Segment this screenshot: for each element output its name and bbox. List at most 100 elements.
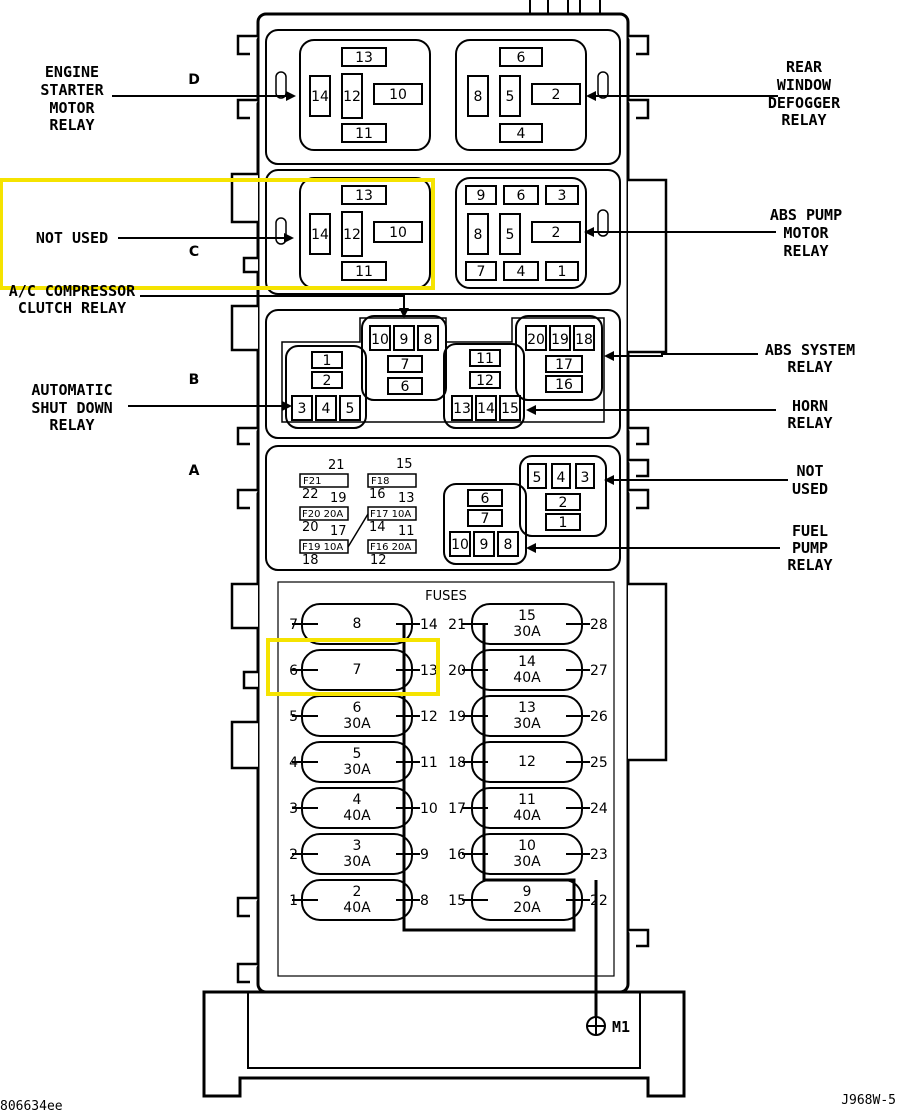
section-letter-c: C — [189, 244, 199, 260]
svg-text:FUEL: FUEL — [792, 522, 828, 540]
callout-fuel-pump: FUEL PUMP RELAY — [787, 522, 832, 574]
minifuse-num-22: 22 — [302, 487, 319, 502]
svg-text:ABS PUMP: ABS PUMP — [770, 206, 842, 224]
fuse-number: 7 — [353, 662, 362, 678]
relay-d-left-pin-right: 10 — [389, 87, 407, 103]
relay-b-right-pin-19: 19 — [551, 332, 569, 348]
relay-b-left-pin-3: 3 — [298, 401, 307, 417]
relay-b-left-pin-2: 2 — [323, 373, 332, 389]
minifuse-f17: F17 10A — [370, 509, 411, 520]
fuse-terminal-left: 15 — [448, 893, 466, 909]
callout-horn: HORN RELAY — [787, 397, 832, 432]
section-letter-d: D — [188, 72, 200, 88]
fuse-number: 9 — [523, 884, 532, 900]
footer-left-code: 806634ee — [0, 1099, 63, 1114]
minifuse-num-19: 19 — [330, 491, 347, 506]
fuse-number: 2 — [353, 884, 362, 900]
mini-fuse-slots — [299, 473, 417, 554]
relay-b-right — [515, 315, 603, 401]
fuse-number: 14 — [518, 654, 536, 670]
fuse-amperage: 40A — [343, 900, 371, 916]
callout-not-used-c: NOT USED — [36, 229, 108, 247]
fuse-number: 5 — [353, 746, 362, 762]
relay-c-right-pin-6: 6 — [517, 188, 526, 204]
fuse-amperage: 40A — [343, 808, 371, 824]
relay-c-left-pin-top: 13 — [355, 188, 373, 204]
ground-crosshair — [587, 1017, 605, 1035]
fuse-amperage: 30A — [513, 716, 541, 732]
callout-automatic-shutdown: AUTOMATIC SHUT DOWN RELAY — [31, 381, 112, 434]
footer-right-code: J968W-5 — [841, 1093, 896, 1108]
relay-d-left-pin-top: 13 — [355, 50, 373, 66]
relay-b-mid-pin-14: 14 — [477, 401, 495, 417]
callout-abs-pump: ABS PUMP MOTOR RELAY — [770, 206, 842, 260]
minifuse-num-14: 14 — [369, 520, 386, 535]
relay-d-left-pin-left: 14 — [311, 89, 329, 105]
relay-b-left — [285, 345, 367, 429]
relay-c-right-pin-right: 2 — [552, 225, 561, 241]
fuse-terminal-right: 14 — [420, 617, 438, 633]
callout-rear-window: REAR WINDOW DEFOGGER RELAY — [768, 58, 841, 129]
top-connector — [529, 0, 601, 14]
relay-a-fuel-pin-8: 8 — [504, 537, 513, 553]
fuse-bus-wires — [402, 624, 598, 1018]
svg-text:REAR: REAR — [786, 58, 823, 76]
fuse-terminal-right: 23 — [590, 847, 608, 863]
minifuse-num-12: 12 — [370, 553, 387, 568]
fuse-number: 10 — [518, 838, 536, 854]
relay-c-right-pin-9: 9 — [477, 188, 486, 204]
fuse-terminal-left: 18 — [448, 755, 466, 771]
fuse-terminal-left: 21 — [448, 617, 466, 633]
relay-b-top-pin-6: 6 — [401, 379, 410, 395]
relay-c-right — [455, 177, 587, 289]
minifuse-num-21: 21 — [328, 458, 345, 473]
svg-text:RELAY: RELAY — [49, 416, 94, 434]
fuse-amperage: 30A — [343, 762, 371, 778]
relay-b-mid — [443, 343, 525, 429]
minifuse-num-20: 20 — [302, 520, 319, 535]
callout-engine-starter: ENGINE STARTER MOTOR RELAY — [40, 63, 104, 134]
svg-text:A/C COMPRESSOR: A/C COMPRESSOR — [9, 282, 136, 300]
housing-side-tabs — [230, 34, 668, 984]
fuse-terminal-left: 5 — [289, 709, 298, 725]
relay-c-left-pin-mid: 12 — [343, 227, 361, 243]
callout-ac-compressor: A/C COMPRESSOR CLUTCH RELAY — [9, 282, 136, 317]
relay-b-top-pin-9: 9 — [400, 332, 409, 348]
relay-a-right-pin-2: 2 — [559, 495, 568, 511]
section-b-inner-outline — [281, 317, 605, 423]
fuse-terminal-right: 22 — [590, 893, 608, 909]
relay-c-right-pin-left: 8 — [474, 227, 483, 243]
relay-c-left-pin-bottom: 11 — [355, 264, 373, 280]
fuse-terminal-right: 28 — [590, 617, 608, 633]
fuse-terminal-left: 7 — [289, 617, 298, 633]
svg-text:PUMP: PUMP — [792, 539, 828, 557]
housing-base — [202, 990, 686, 1098]
callout-not-used-a: NOT USED — [792, 462, 828, 498]
fuse-terminal-left: 6 — [289, 663, 298, 679]
relay-b-left-pin-1: 1 — [323, 353, 332, 369]
fuse-terminal-left: 19 — [448, 709, 466, 725]
relay-d-right-pin-top: 6 — [517, 50, 526, 66]
minifuse-f16: F16 20A — [370, 542, 411, 553]
relay-a-right-pin-1: 1 — [559, 515, 568, 531]
minifuse-f20: F20 20A — [302, 509, 343, 520]
svg-text:DEFOGGER: DEFOGGER — [768, 94, 841, 112]
highlight-not-used-relay — [0, 178, 435, 290]
relay-b-right-pin-20: 20 — [527, 332, 545, 348]
fuse-terminal-right: 12 — [420, 709, 438, 725]
fuse-terminal-right: 24 — [590, 801, 608, 817]
relay-a-fuel-pin-6: 6 — [481, 491, 490, 507]
svg-text:RELAY: RELAY — [49, 116, 94, 134]
minifuse-f21: F21 — [303, 476, 321, 487]
relay-d-right-pin-right: 2 — [552, 87, 561, 103]
svg-text:RELAY: RELAY — [783, 242, 828, 260]
relay-c-right-pin-1: 1 — [558, 264, 567, 280]
